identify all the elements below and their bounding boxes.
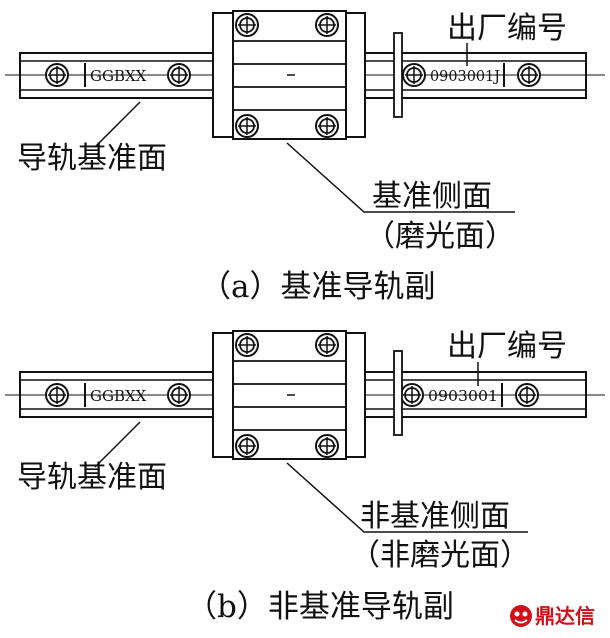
serial-number-text: 0903001J bbox=[430, 67, 500, 85]
block-screw-icon bbox=[235, 434, 259, 458]
rail-screw-icon bbox=[45, 63, 69, 87]
factory-number-label: 出厂编号 bbox=[447, 11, 567, 46]
panel-b: GGBXX 0903001 出厂编号 导轨基准面 非基准侧面 （非磨光面） （b… bbox=[5, 329, 605, 625]
caption-b: （b）非基准导轨副 bbox=[186, 589, 454, 625]
caption-a: （a）基准导轨副 bbox=[200, 269, 435, 305]
block-side-sublabel: （磨光面） bbox=[365, 219, 515, 254]
end-seal-plate bbox=[393, 350, 403, 436]
engraving-marker bbox=[501, 383, 503, 407]
panel-a: GGBXX 0903001J 出厂编号 导轨基准面 基准侧面 （磨光面） （a）… bbox=[5, 10, 605, 305]
rail-screw-icon bbox=[400, 383, 424, 407]
serial-number-text: 0903001 bbox=[428, 387, 498, 405]
slider-block-b bbox=[212, 330, 366, 460]
rail-screw-icon bbox=[167, 383, 191, 407]
block-screw-icon bbox=[315, 333, 339, 357]
watermark-logo: 鼎达信 bbox=[510, 604, 595, 628]
engraving-marker bbox=[84, 63, 86, 87]
block-screw-icon bbox=[235, 114, 259, 138]
rail-reference-face-label: 导轨基准面 bbox=[17, 460, 167, 495]
block-side-label: 非基准侧面 bbox=[360, 499, 510, 534]
block-side-sublabel: （非磨光面） bbox=[350, 538, 530, 573]
engraving-marker bbox=[84, 383, 86, 407]
leader-line bbox=[94, 101, 141, 148]
leader-line bbox=[286, 142, 515, 213]
block-screw-icon bbox=[235, 333, 259, 357]
end-seal-plate bbox=[393, 32, 403, 118]
engraving-marker bbox=[503, 63, 505, 87]
factory-number-label: 出厂编号 bbox=[447, 329, 567, 364]
rail-screw-icon bbox=[517, 63, 541, 87]
leader-line bbox=[94, 421, 141, 468]
rail-code-text: GGBXX bbox=[90, 67, 147, 85]
leader-line bbox=[286, 462, 528, 533]
rail-reference-face-label: 导轨基准面 bbox=[17, 141, 167, 176]
block-screw-icon bbox=[315, 434, 339, 458]
rail-code-text: GGBXX bbox=[90, 387, 147, 405]
slider-block-a bbox=[212, 10, 366, 140]
block-screw-icon bbox=[315, 13, 339, 37]
rail-screw-icon bbox=[515, 383, 539, 407]
rail-screw-icon bbox=[167, 63, 191, 87]
watermark-text: 鼎达信 bbox=[535, 604, 595, 628]
rail-screw-icon bbox=[402, 63, 426, 87]
block-screw-icon bbox=[235, 13, 259, 37]
block-side-label: 基准侧面 bbox=[372, 179, 492, 214]
block-screw-icon bbox=[315, 114, 339, 138]
rail-screw-icon bbox=[45, 383, 69, 407]
